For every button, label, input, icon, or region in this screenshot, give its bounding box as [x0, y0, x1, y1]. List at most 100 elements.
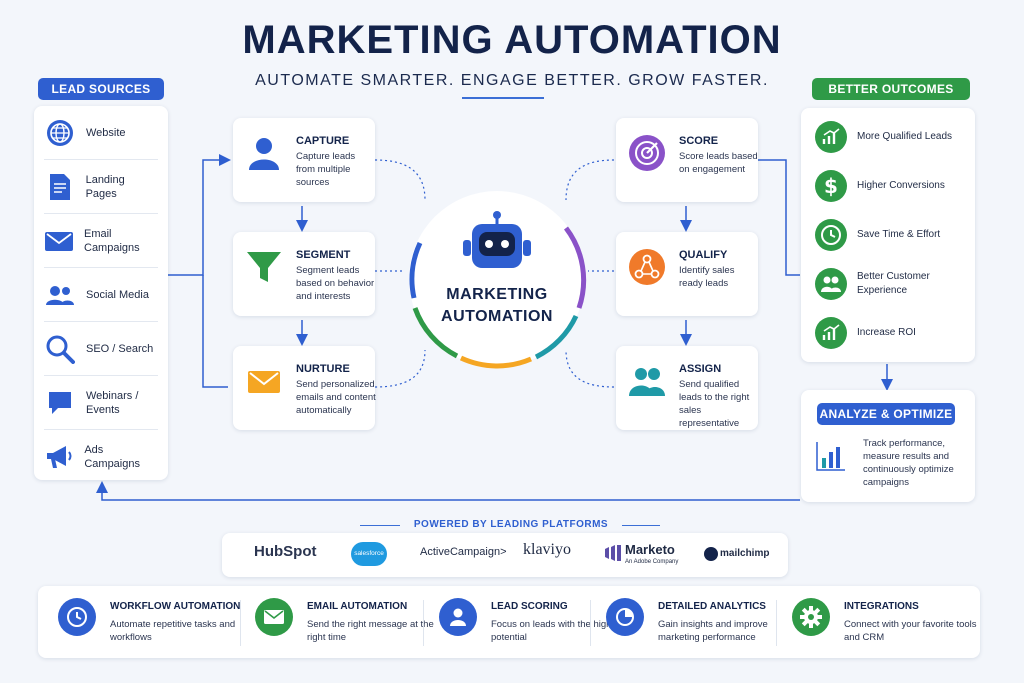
- step-description: Send personalized emails and content aut…: [296, 379, 376, 416]
- growth-chart-icon: [815, 121, 847, 153]
- subtitle-underline: [462, 97, 544, 99]
- outcome-item: Better Customer Experience: [815, 262, 975, 306]
- analyze-label: ANALYZE & OPTIMIZE: [817, 403, 955, 425]
- marketo-logo: Marketo: [625, 542, 675, 557]
- user-icon: [439, 598, 477, 636]
- outcomes-label: BETTER OUTCOMES: [812, 78, 970, 100]
- outcome-item: $ Higher Conversions: [815, 164, 975, 208]
- network-icon: [628, 248, 666, 286]
- source-label: SEO / Search: [86, 342, 154, 355]
- source-label: Webinars / Events: [86, 389, 139, 416]
- gear-icon: [792, 598, 830, 636]
- feature-description: Send the right message at the right time: [307, 619, 434, 643]
- source-social-media: Social Media: [44, 268, 158, 322]
- source-label: Landing Pages: [85, 173, 125, 200]
- lead-sources-label: LEAD SOURCES: [38, 78, 164, 100]
- clock-icon: [58, 598, 96, 636]
- roi-chart-icon: [815, 317, 847, 349]
- salesforce-logo: salesforce: [351, 542, 387, 566]
- feature-title: EMAIL AUTOMATION: [307, 601, 408, 612]
- source-ads-campaigns: Ads Campaigns: [44, 430, 158, 484]
- feature-separator: [240, 600, 241, 646]
- customers-icon: [815, 268, 847, 300]
- marketo-sub-label: An Adobe Company: [625, 559, 679, 565]
- feature-workflow-automation: WORKFLOW AUTOMATION Automate repetitive …: [58, 594, 241, 650]
- step-qualify: QUALIFY Identify sales ready leads: [616, 232, 758, 316]
- center-hub: MARKETING AUTOMATION: [406, 188, 588, 370]
- step-title: CAPTURE: [296, 135, 350, 147]
- source-label: Email Campaigns: [84, 227, 140, 254]
- step-capture: CAPTURE Capture leads from multiple sour…: [233, 118, 375, 202]
- mailchimp-logo: mailchimp: [720, 548, 770, 559]
- analyze-description: Track performance, measure results and c…: [863, 438, 954, 488]
- clock-icon: [815, 219, 847, 251]
- robot-icon: [459, 210, 535, 274]
- activecampaign-logo: ActiveCampaign>: [420, 546, 507, 558]
- users-icon: [44, 279, 76, 311]
- envelope-icon: [245, 362, 283, 400]
- user-icon: [245, 134, 283, 172]
- document-icon: [44, 171, 76, 203]
- outcome-label: Save Time & Effort: [857, 229, 941, 240]
- envelope-icon: [44, 225, 74, 257]
- outcome-item: Increase ROI: [815, 311, 975, 355]
- mailchimp-mark-icon: [704, 547, 718, 561]
- outcomes-panel: More Qualified Leads $ Higher Conversion…: [801, 108, 975, 362]
- outcome-item: More Qualified Leads: [815, 115, 975, 159]
- chat-bubble-icon: [44, 387, 76, 419]
- feature-separator: [590, 600, 591, 646]
- source-seo-search: SEO / Search: [44, 322, 158, 376]
- envelope-icon: [255, 598, 293, 636]
- dollar-icon: $: [815, 170, 847, 202]
- step-segment: SEGMENT Segment leads based on behavior …: [233, 232, 375, 316]
- outcome-label: Increase ROI: [857, 327, 916, 338]
- step-description: Segment leads based on behavior and inte…: [296, 265, 375, 302]
- marketo-mark-icon: [604, 544, 622, 562]
- megaphone-icon: [44, 441, 74, 473]
- feature-email-automation: EMAIL AUTOMATION Send the right message …: [255, 594, 434, 650]
- feature-integrations: INTEGRATIONS Connect with your favorite …: [792, 594, 977, 650]
- outcome-label: Higher Conversions: [857, 180, 945, 191]
- feature-title: INTEGRATIONS: [844, 601, 919, 612]
- source-label: Social Media: [86, 288, 149, 301]
- feature-description: Gain insights and improve marketing perf…: [658, 619, 768, 643]
- page-title: MARKETING AUTOMATION: [242, 18, 782, 62]
- team-icon: [628, 362, 666, 400]
- source-webinars-events: Webinars / Events: [44, 376, 158, 430]
- step-title: SEGMENT: [296, 249, 351, 261]
- center-ring: [409, 191, 587, 369]
- pie-chart-icon: [606, 598, 644, 636]
- feature-lead-scoring: LEAD SCORING Focus on leads with the hig…: [439, 594, 624, 650]
- step-description: Capture leads from multiple sources: [296, 151, 356, 188]
- center-title-line2: AUTOMATION: [441, 308, 553, 325]
- feature-description: Focus on leads with the highest potentia…: [491, 619, 625, 643]
- klaviyo-logo: klaviyo: [523, 541, 571, 558]
- analyze-panel: ANALYZE & OPTIMIZE Track performance, me…: [801, 390, 975, 502]
- step-title: QUALIFY: [679, 249, 728, 261]
- feature-title: WORKFLOW AUTOMATION: [110, 601, 241, 612]
- source-label: Ads Campaigns: [84, 444, 140, 470]
- feature-detailed-analytics: DETAILED ANALYTICS Gain insights and imp…: [606, 594, 776, 650]
- step-description: Send qualified leads to the right sales …: [679, 379, 750, 429]
- funnel-icon: [245, 248, 283, 286]
- source-website: Website: [44, 106, 158, 160]
- platforms-panel: [222, 533, 788, 577]
- step-description: Score leads based on engagement: [679, 151, 758, 175]
- globe-icon: [44, 117, 76, 149]
- search-icon: [44, 333, 76, 365]
- center-title-line1: MARKETING: [446, 286, 548, 303]
- hubspot-logo: HubSpot: [254, 543, 317, 560]
- step-description: Identify sales ready leads: [679, 265, 735, 289]
- outcome-item: Save Time & Effort: [815, 213, 975, 257]
- feature-description: Automate repetitive tasks and workflows: [110, 619, 236, 643]
- feature-title: LEAD SCORING: [491, 601, 568, 612]
- source-email-campaigns: Email Campaigns: [44, 214, 158, 268]
- step-nurture: NURTURE Send personalized emails and con…: [233, 346, 376, 430]
- feature-separator: [776, 600, 777, 646]
- feature-title: DETAILED ANALYTICS: [658, 601, 766, 612]
- bar-chart-icon: [815, 440, 847, 472]
- step-title: NURTURE: [296, 363, 350, 375]
- outcome-label: More Qualified Leads: [857, 131, 953, 142]
- step-assign: ASSIGN Send qualified leads to the right…: [616, 346, 758, 430]
